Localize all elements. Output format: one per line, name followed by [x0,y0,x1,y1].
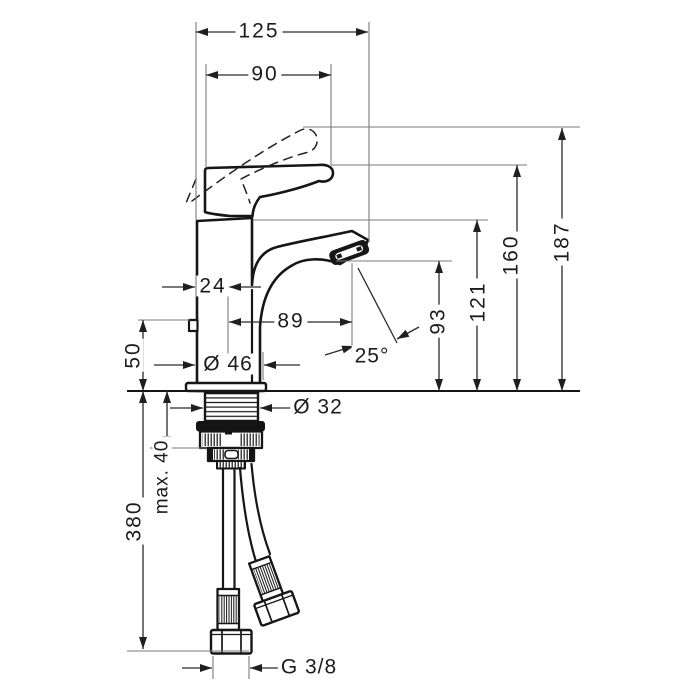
dim-label-overall-height: 187 [551,218,574,266]
dim-label-spout-reach: 89 [274,310,308,332]
dim-label-overall-depth: 125 [235,20,283,42]
hose-collar [216,460,246,470]
threaded-shank [203,391,260,423]
supply-hose-straight [209,467,253,655]
dim-label-max-mounting-thickness: max. 40 [152,436,173,518]
dim-label-base-diameter: Ø 46 [200,353,256,375]
dim-label-body-top-height: 121 [467,278,490,326]
angle-25-ray [357,267,398,344]
dim-label-shank-diameter: Ø 32 [290,396,346,418]
hose-nut [209,628,253,655]
faucet-body-spout [195,216,370,393]
aerator [329,239,370,265]
angle-25-pointer-left [324,345,355,356]
escutcheon-base [184,381,268,393]
dim-label-hose-length: 380 [123,497,146,545]
dim-label-connection-thread: G 3/8 [277,656,341,678]
dim-label-handle-overhang: 24 [196,275,230,297]
mounting-nut [198,429,264,450]
extension-lines [127,22,580,679]
faucet-handle [203,163,335,218]
dim-label-handle-top-height: 160 [500,231,523,279]
supply-hose-angled [238,462,300,627]
angle-25-pointer-right [396,326,420,340]
faucet-above-deck [185,128,370,393]
handle-raised-dashed [185,128,318,204]
dim-label-handle-to-spout-front: 90 [248,63,282,85]
dim-label-outlet-height: 93 [427,304,450,338]
dim-label-spray-angle: 25° [351,345,393,367]
body-side-tab [187,318,199,333]
hose-nut-angled [253,590,300,627]
below-deck-assembly [184,381,300,655]
mounting-nut-lower [206,446,256,463]
rubber-washer [196,421,265,432]
dim-label-side-port-height: 50 [122,338,145,372]
